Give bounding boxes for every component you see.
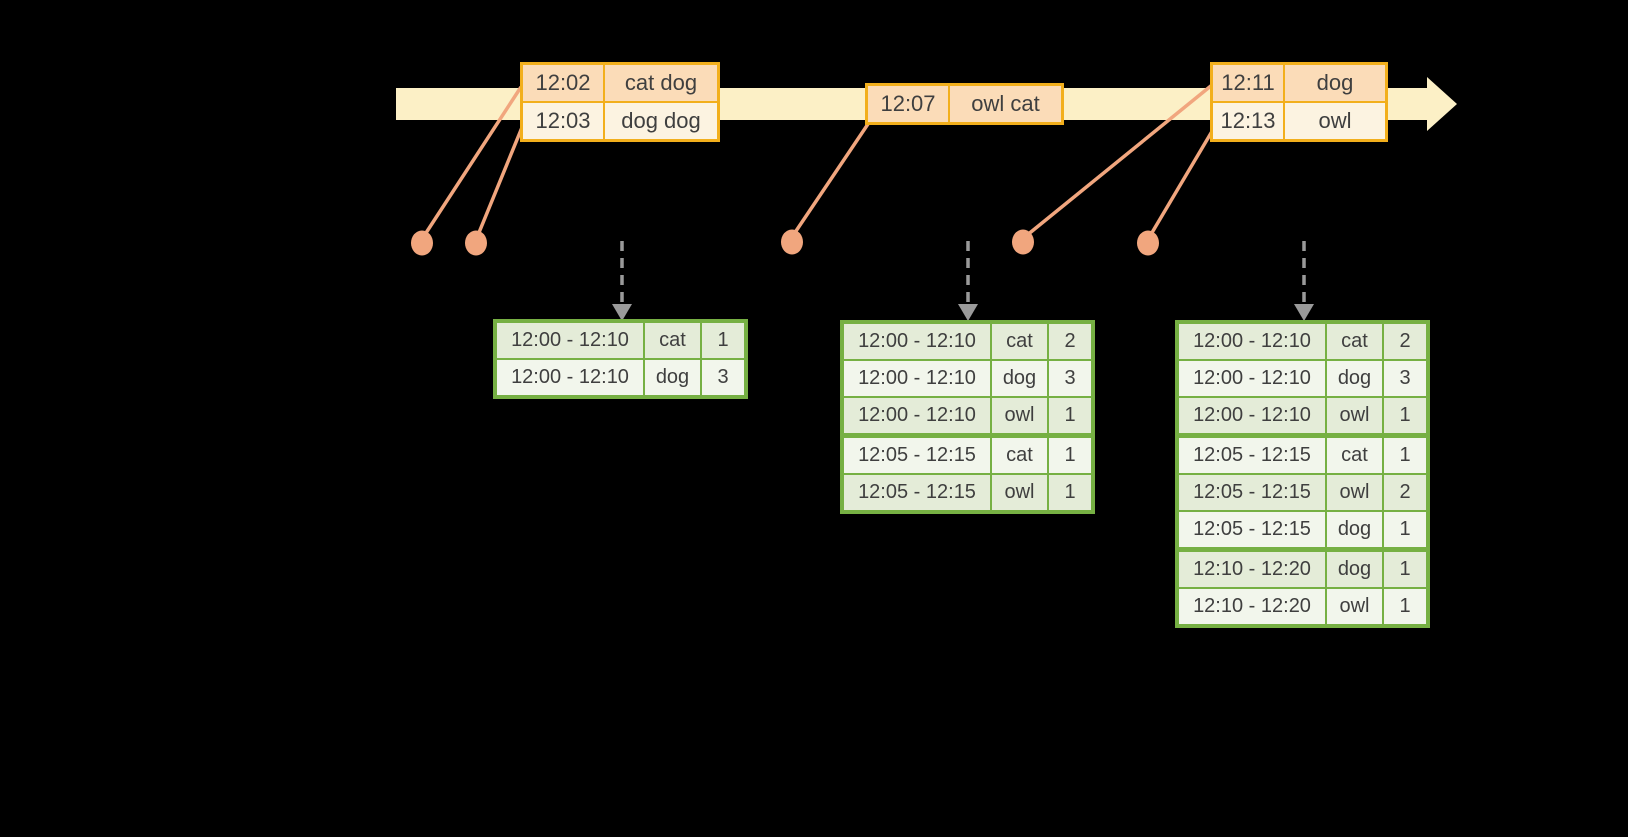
word-cell: cat: [990, 433, 1049, 475]
event-words-cell: owl cat: [948, 83, 1064, 125]
window-cell: 12:05 - 12:15: [1176, 510, 1327, 551]
event-table-2: 12:07 owl cat: [865, 83, 1064, 125]
event-time-cell: 12:13: [1210, 101, 1285, 142]
window-cell: 12:00 - 12:10: [841, 321, 992, 361]
word-cell: owl: [1325, 473, 1384, 512]
stream-dot-3: [781, 229, 803, 255]
result-row: 12:10 - 12:20 dog 1: [1176, 547, 1429, 589]
count-cell: 1: [1047, 433, 1094, 475]
window-cell: 12:05 - 12:15: [841, 433, 992, 475]
count-cell: 1: [1382, 510, 1429, 551]
event-connector-line-5: [1148, 127, 1216, 237]
trigger-arrowhead-icon-2: [958, 304, 978, 321]
event-connector-line-3: [792, 123, 870, 235]
window-cell: 12:05 - 12:15: [841, 473, 992, 513]
count-cell: 3: [1382, 359, 1429, 398]
result-row: 12:05 - 12:15 cat 1: [1176, 433, 1429, 475]
word-cell: dog: [643, 358, 702, 398]
count-cell: 1: [1382, 396, 1429, 437]
event-time-cell: 12:11: [1210, 62, 1285, 103]
result-row: 12:00 - 12:10 dog 3: [841, 359, 1094, 398]
word-cell: cat: [990, 321, 1049, 361]
result-table-1: 12:00 - 12:10 cat 1 12:00 - 12:10 dog 3: [493, 319, 748, 399]
result-table-2: 12:00 - 12:10 cat 2 12:00 - 12:10 dog 3 …: [840, 320, 1095, 514]
word-cell: owl: [990, 473, 1049, 513]
result-row: 12:10 - 12:20 owl 1: [1176, 587, 1429, 627]
count-cell: 1: [1382, 547, 1429, 589]
window-cell: 12:05 - 12:15: [1176, 433, 1327, 475]
event-row: 12:03 dog dog: [520, 101, 720, 142]
window-cell: 12:00 - 12:10: [494, 320, 645, 360]
count-cell: 2: [1047, 321, 1094, 361]
word-cell: dog: [990, 359, 1049, 398]
trigger-arrowhead-icon-3: [1294, 304, 1314, 321]
result-row: 12:00 - 12:10 dog 3: [494, 358, 747, 398]
stream-dot-5: [1137, 230, 1159, 256]
result-row: 12:00 - 12:10 cat 1: [494, 320, 747, 360]
timeline-arrowhead-icon: [1427, 77, 1457, 131]
count-cell: 1: [1047, 396, 1094, 437]
trigger-arrowhead-icon-1: [612, 304, 632, 321]
count-cell: 1: [1382, 587, 1429, 627]
count-cell: 1: [700, 320, 747, 360]
word-cell: owl: [1325, 587, 1384, 627]
result-row: 12:05 - 12:15 cat 1: [841, 433, 1094, 475]
word-cell: dog: [1325, 547, 1384, 589]
word-cell: cat: [1325, 433, 1384, 475]
word-cell: dog: [1325, 510, 1384, 551]
count-cell: 2: [1382, 473, 1429, 512]
event-table-1: 12:02 cat dog 12:03 dog dog: [520, 62, 720, 142]
window-cell: 12:00 - 12:10: [1176, 321, 1327, 361]
count-cell: 1: [1382, 433, 1429, 475]
result-row: 12:00 - 12:10 owl 1: [1176, 396, 1429, 437]
result-row: 12:00 - 12:10 owl 1: [841, 396, 1094, 437]
word-cell: cat: [1325, 321, 1384, 361]
event-time-cell: 12:02: [520, 62, 605, 103]
word-cell: owl: [1325, 396, 1384, 437]
event-connector-line-2: [476, 124, 525, 236]
event-table-3: 12:11 dog 12:13 owl: [1210, 62, 1388, 142]
window-cell: 12:10 - 12:20: [1176, 547, 1327, 589]
stream-dot-4: [1012, 229, 1034, 255]
word-cell: owl: [990, 396, 1049, 437]
window-cell: 12:00 - 12:10: [841, 359, 992, 398]
result-row: 12:05 - 12:15 owl 2: [1176, 473, 1429, 512]
event-words-cell: dog: [1283, 62, 1388, 103]
event-time-cell: 12:03: [520, 101, 605, 142]
event-connector-line-1: [422, 86, 523, 237]
event-words-cell: dog dog: [603, 101, 720, 142]
result-row: 12:05 - 12:15 dog 1: [1176, 510, 1429, 551]
count-cell: 3: [700, 358, 747, 398]
result-row: 12:00 - 12:10 cat 2: [841, 321, 1094, 361]
window-cell: 12:00 - 12:10: [494, 358, 645, 398]
event-row: 12:13 owl: [1210, 101, 1388, 142]
event-row: 12:02 cat dog: [520, 62, 720, 103]
count-cell: 1: [1047, 473, 1094, 513]
event-connector-line-4: [1024, 83, 1214, 238]
word-cell: dog: [1325, 359, 1384, 398]
event-words-cell: cat dog: [603, 62, 720, 103]
count-cell: 2: [1382, 321, 1429, 361]
stream-dot-2: [465, 230, 487, 256]
word-cell: cat: [643, 320, 702, 360]
result-row: 12:00 - 12:10 cat 2: [1176, 321, 1429, 361]
window-cell: 12:00 - 12:10: [841, 396, 992, 437]
window-cell: 12:05 - 12:15: [1176, 473, 1327, 512]
result-row: 12:00 - 12:10 dog 3: [1176, 359, 1429, 398]
window-cell: 12:00 - 12:10: [1176, 396, 1327, 437]
event-time-cell: 12:07: [865, 83, 950, 125]
event-row: 12:11 dog: [1210, 62, 1388, 103]
stream-dot-1: [411, 230, 433, 256]
count-cell: 3: [1047, 359, 1094, 398]
window-cell: 12:00 - 12:10: [1176, 359, 1327, 398]
result-table-3: 12:00 - 12:10 cat 2 12:00 - 12:10 dog 3 …: [1175, 320, 1430, 628]
event-words-cell: owl: [1283, 101, 1388, 142]
window-cell: 12:10 - 12:20: [1176, 587, 1327, 627]
result-row: 12:05 - 12:15 owl 1: [841, 473, 1094, 513]
event-row: 12:07 owl cat: [865, 83, 1064, 125]
